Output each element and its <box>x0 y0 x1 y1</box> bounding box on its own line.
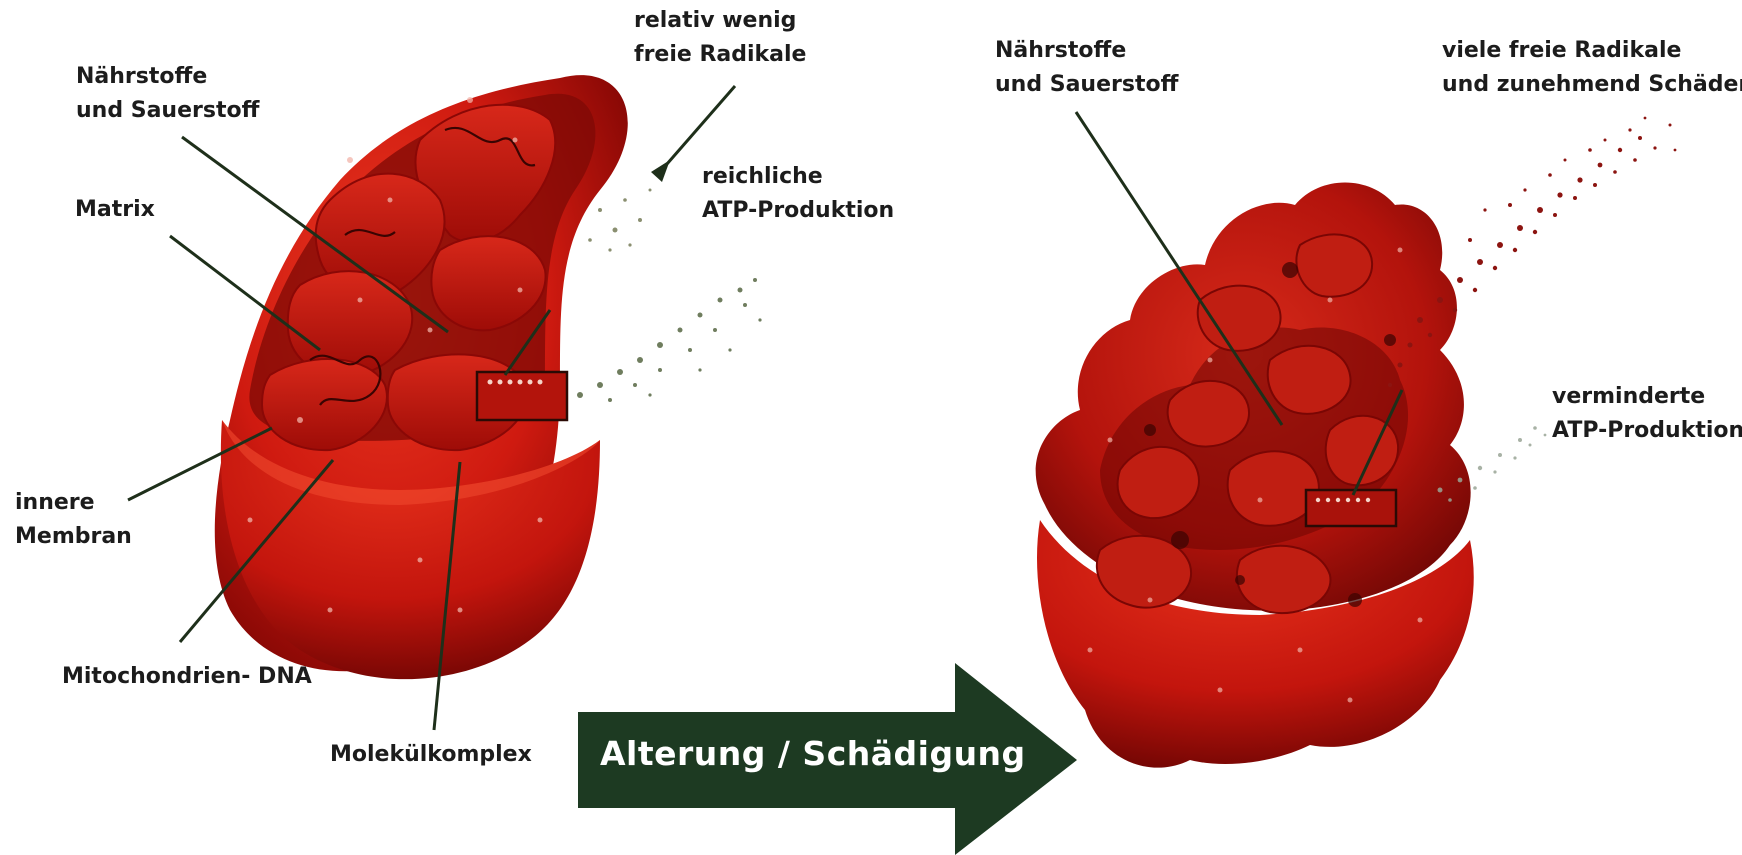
label-radikale-left: relativ wenig freie Radikale <box>634 4 806 72</box>
healthy-mitochondrion <box>128 75 762 730</box>
label-molekuelkomplex: Molekülkomplex <box>330 738 532 772</box>
atp-particle-stream <box>577 278 762 402</box>
label-mitochondrien-dna: Mitochondrien- DNA <box>62 660 312 694</box>
molecular-complex-box <box>477 372 567 420</box>
free-radicals-few <box>588 189 651 252</box>
label-naehrstoffe-right: Nährstoffe und Sauerstoff <box>995 34 1178 102</box>
label-radikale-right: viele freie Radikale und zunehmend Schäd… <box>1442 34 1742 102</box>
radical-arrowhead-left <box>651 160 670 182</box>
damaged-complex-box <box>1306 490 1396 526</box>
label-matrix: Matrix <box>75 193 155 227</box>
arrow-label: Alterung / Schädigung <box>600 734 1026 773</box>
label-innere-membran: innere Membran <box>15 486 132 554</box>
label-atp-right: verminderte ATP-Produktion <box>1552 380 1742 448</box>
label-naehrstoffe-left: Nährstoffe und Sauerstoff <box>76 60 259 128</box>
label-atp-left: reichliche ATP-Produktion <box>702 160 894 228</box>
